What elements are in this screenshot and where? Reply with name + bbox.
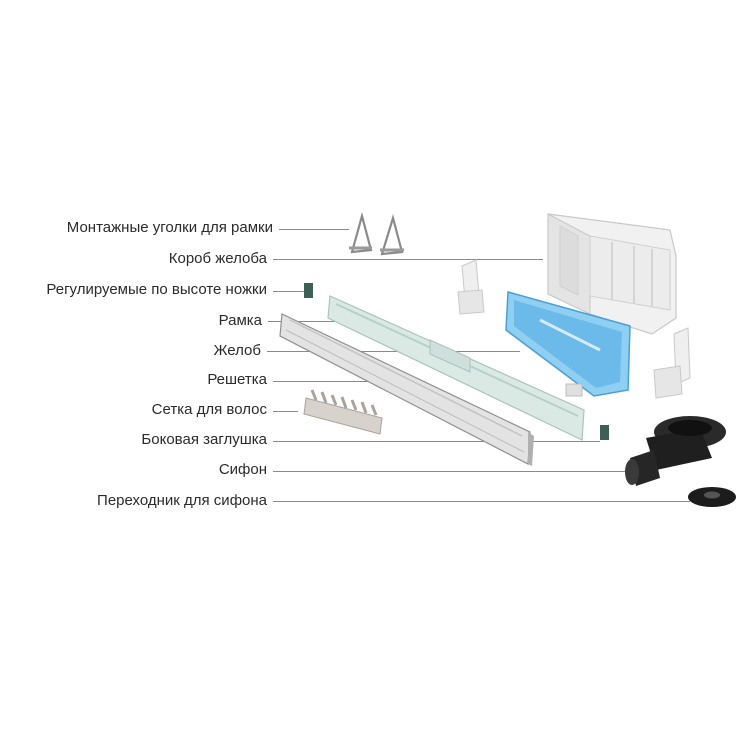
grate-image [279,313,534,466]
label-siphon-adapter: Переходник для сифона [97,492,267,509]
leader-hair-mesh [273,411,298,412]
trough-image [505,291,631,397]
leader-adjustable-legs [273,291,311,292]
label-mounting-brackets: Монтажные уголки для рамки [66,219,273,236]
label-hair-mesh: Сетка для волос [151,401,267,418]
leader-mounting-brackets [279,229,349,230]
label-adjustable-legs: Регулируемые по высоте ножки [46,281,267,298]
channel-box-image [547,213,677,335]
leader-side-cap [273,441,600,442]
leader-channel-box [273,259,543,260]
siphon-image [625,416,726,486]
leader-frame [268,321,343,322]
label-trough: Желоб [213,342,261,359]
adjustable-leg-image [457,259,691,399]
label-grate: Решетка [207,371,267,388]
siphon-adapter-image [688,487,736,507]
frame-image [327,295,585,441]
leader-trough [267,351,520,352]
leader-siphon-adapter [273,501,690,502]
label-channel-box: Короб желоба [168,250,267,267]
label-siphon: Сифон [218,461,267,478]
label-side-cap: Боковая заглушка [141,431,267,448]
mounting-bracket-image [349,211,404,256]
hair-mesh-image [303,389,383,435]
leader-grate [273,381,368,382]
side-cap-image [304,283,609,440]
leader-siphon [273,471,630,472]
label-frame: Рамка [218,312,262,329]
